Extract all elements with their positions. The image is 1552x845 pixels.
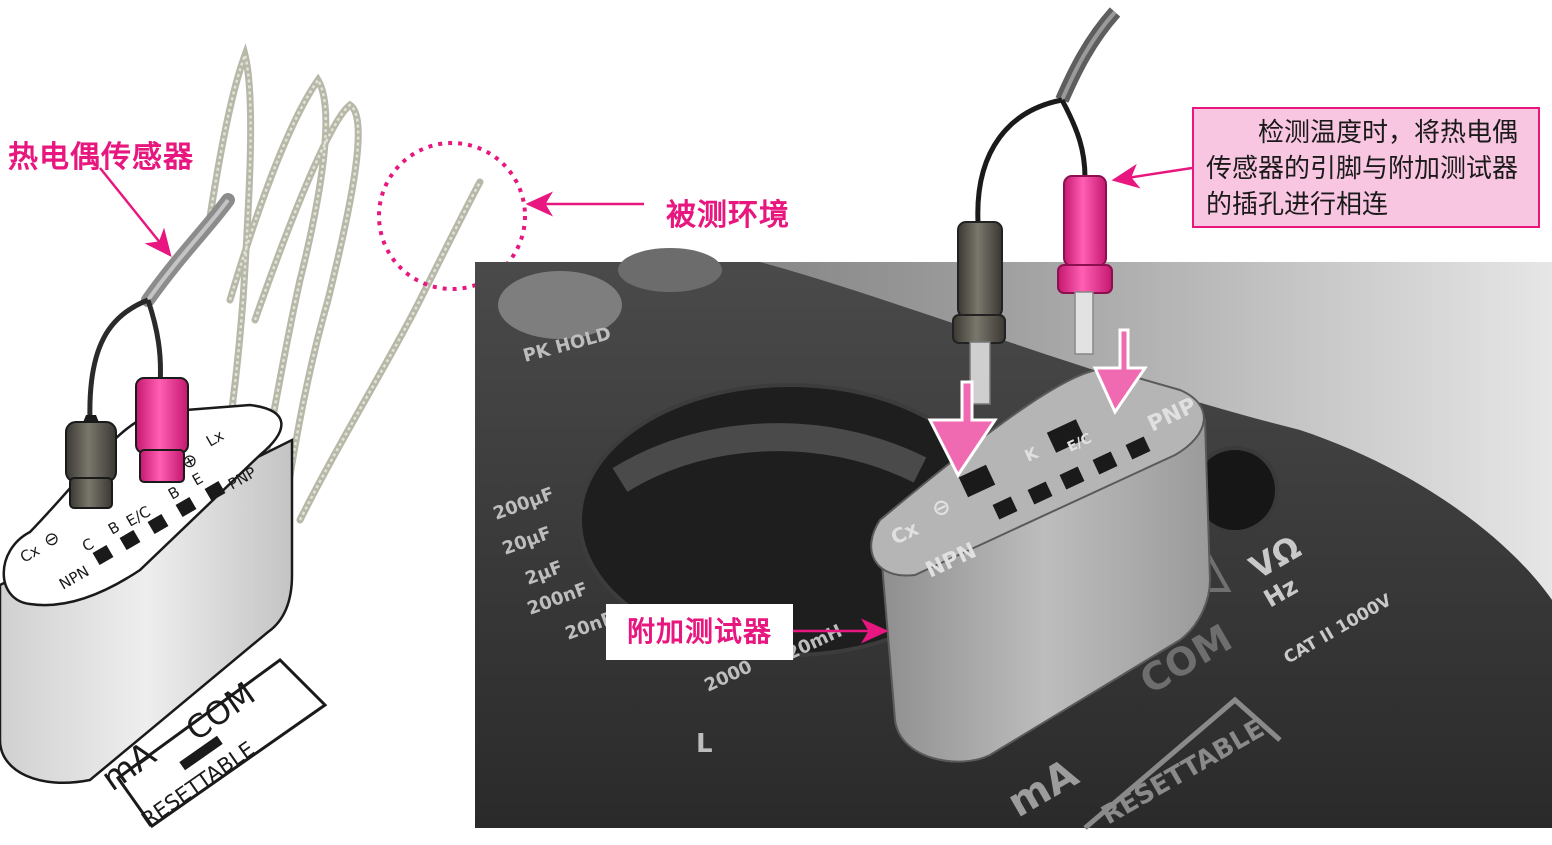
instruction-text: 检测温度时，将热电偶传感器的引脚与附加测试器的插孔进行相连 xyxy=(1206,118,1519,220)
dark-probe-illustration xyxy=(65,415,117,509)
instruction-arrow xyxy=(1111,163,1193,189)
pink-probe-illustration xyxy=(135,377,189,483)
lead-pink xyxy=(145,299,163,386)
lead-dark xyxy=(87,297,149,421)
environment-circle xyxy=(377,141,527,291)
meter-panel-drawing: mA COM RESETTABLE xyxy=(94,658,328,832)
left-illustration: Cx ⊖ C B E/C B E ⊕ Lx NPN PNP xyxy=(0,43,484,832)
adapter-photo-top xyxy=(870,368,1205,577)
probe-photo xyxy=(952,7,1121,405)
thermocouple-sensor-label: 热电偶传感器 xyxy=(8,140,194,175)
insert-arrow-left xyxy=(927,380,998,478)
adapter-tester-label: 附加测试器 xyxy=(606,604,793,660)
instruction-note: 检测温度时，将热电偶传感器的引脚与附加测试器的插孔进行相连 xyxy=(1192,107,1540,228)
insert-arrow-right xyxy=(1092,328,1148,416)
measured-environment-label: 被测环境 xyxy=(666,198,790,233)
sensor-arrow xyxy=(99,167,172,257)
adapter-photo: Cx ⊖ NPN PNP K E/C xyxy=(870,368,1212,763)
meter-photo: PK HOLD 200μF 20μF 2μF 200nF 20nF 2000 2… xyxy=(475,7,1552,831)
svg-text:L: L xyxy=(696,729,713,759)
